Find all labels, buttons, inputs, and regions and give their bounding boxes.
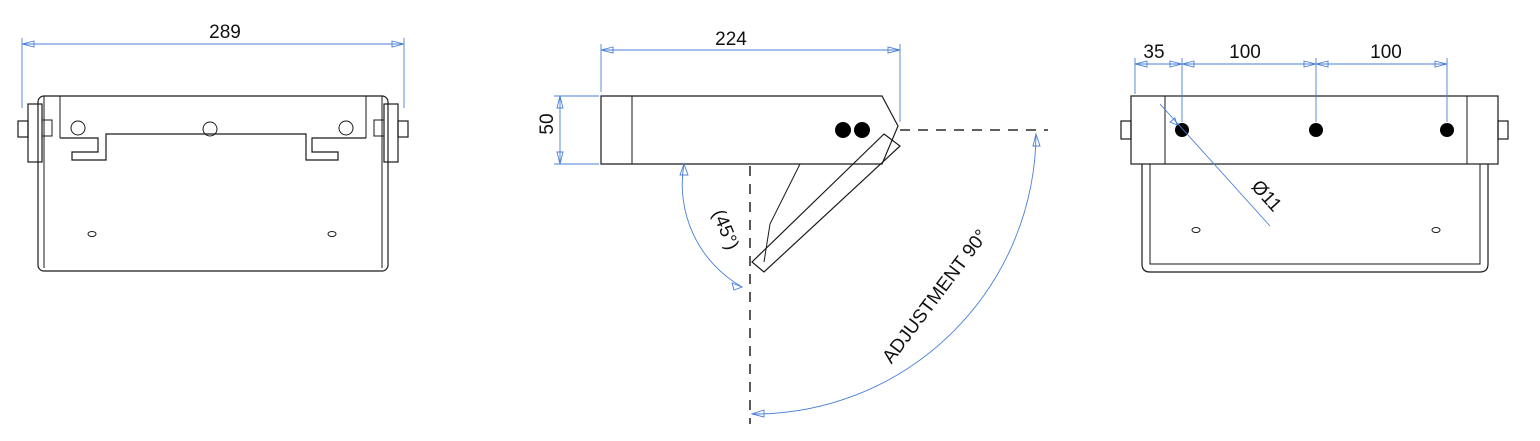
dimension-diameter: Ø11 <box>1159 103 1286 227</box>
hole-icon <box>854 122 870 138</box>
dimension-50: 50 <box>537 95 599 165</box>
front-view: 289 <box>17 22 409 272</box>
hole-icon <box>1440 123 1454 137</box>
dimension-289: 289 <box>21 22 405 108</box>
side-view-outline <box>600 95 901 273</box>
side-view: 224 50 (45°) ADJUSTMENT 90° <box>537 29 1048 424</box>
adjustment-label: ADJUSTMENT 90° <box>879 226 993 368</box>
dim-height: 50 <box>537 113 558 134</box>
angle-adjustment: ADJUSTMENT 90° <box>750 132 1041 418</box>
dim-edge-offset: 35 <box>1143 42 1164 63</box>
dim-hole-spacing-2: 100 <box>1370 42 1402 63</box>
hole-icon <box>1175 123 1189 137</box>
dim-hole-spacing-1: 100 <box>1229 42 1261 63</box>
top-view-outline <box>1120 95 1509 273</box>
top-view: 35 100 100 Ø11 <box>1120 42 1509 273</box>
front-view-outline <box>17 95 409 272</box>
angle-tilt-label: (45°) <box>708 207 743 253</box>
dim-hole-diameter: Ø11 <box>1247 176 1286 216</box>
dimension-224: 224 <box>600 29 901 122</box>
hole-icon <box>1309 123 1323 137</box>
dim-overall-width: 289 <box>209 22 241 43</box>
hole-icon <box>835 122 851 138</box>
angle-45: (45°) <box>679 162 744 291</box>
dim-length: 224 <box>715 29 747 50</box>
axis-lines <box>749 129 1048 424</box>
dimension-row: 35 100 100 <box>1134 42 1448 122</box>
